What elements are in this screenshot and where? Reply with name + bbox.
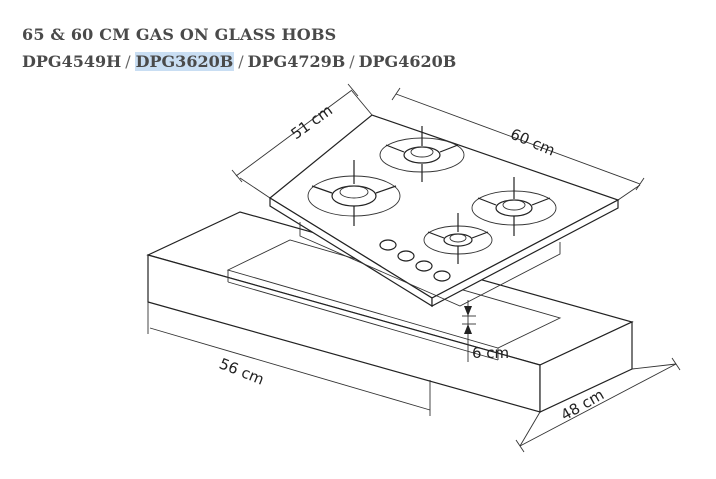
- header: 65 & 60 CM GAS ON GLASS HOBS DPG4549H/DP…: [22, 24, 456, 74]
- model-item: DPG4729B: [247, 52, 346, 71]
- label-hob-depth: 51 cm: [288, 101, 336, 143]
- hob: [268, 114, 620, 308]
- dim-hob-width: [391, 87, 645, 201]
- control-knobs: [379, 239, 451, 282]
- dim-cutout-depth: [515, 357, 681, 453]
- burner-left-large: [307, 160, 401, 226]
- burner-right: [471, 177, 557, 236]
- model-separator: /: [125, 52, 131, 71]
- model-separator: /: [349, 52, 355, 71]
- dim-height: [462, 300, 476, 362]
- burner-back: [379, 126, 465, 182]
- label-hob-width: 60 cm: [508, 125, 558, 160]
- model-list: DPG4549H/DPG3620B/DPG4729B/DPG4620B: [22, 50, 456, 74]
- model-item: DPG4549H: [22, 52, 122, 71]
- countertop: [146, 211, 634, 413]
- burner-front-small: [423, 213, 493, 264]
- page-title: 65 & 60 CM GAS ON GLASS HOBS: [22, 25, 337, 44]
- dim-cutout-width: [147, 302, 431, 416]
- model-item: DPG4620B: [358, 52, 457, 71]
- dim-hob-depth: [231, 83, 373, 199]
- model-separator: /: [238, 52, 244, 71]
- model-item-highlighted: DPG3620B: [134, 52, 235, 71]
- label-height: 6 cm: [472, 344, 509, 362]
